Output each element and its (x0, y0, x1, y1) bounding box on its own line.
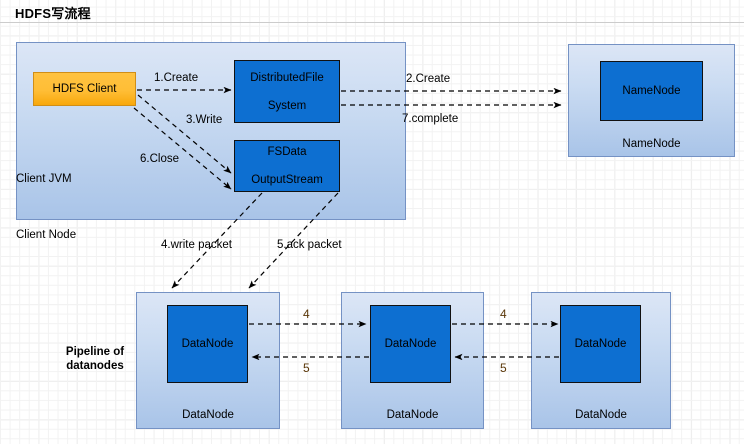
namenode-box[interactable]: NameNode (600, 61, 703, 121)
flow-label-step3: 3.Write (186, 114, 223, 126)
pipeline-link-label-forward-1: 4 (303, 307, 310, 321)
flow-label-step4: 4.write packet (161, 239, 232, 251)
fsdos-line-2: OutputStream (251, 174, 323, 186)
distributed-file-system-box[interactable]: DistributedFile System (234, 60, 340, 123)
datanode-outer-label-3: DataNode (575, 409, 627, 421)
hdfs-client-box[interactable]: HDFS Client (33, 72, 136, 106)
flow-label-step5: 5.ack packet (277, 239, 342, 251)
pipeline-label-line-1: Pipeline of (65, 346, 125, 358)
title-bar (0, 0, 744, 23)
dfs-line-2: System (267, 99, 307, 112)
pipeline-link-label-backward-1: 5 (303, 361, 310, 375)
fsdata-output-stream-box[interactable]: FSData OutputStream (234, 140, 340, 192)
datanode-box-3[interactable]: DataNode (560, 305, 641, 383)
flow-label-step1: 1.Create (154, 72, 199, 84)
client-node-label: Client Node (16, 229, 77, 241)
datanode-box-2[interactable]: DataNode (370, 305, 451, 383)
page-title: HDFS写流程 (15, 6, 91, 21)
pipeline-label-line-2: datanodes (66, 360, 124, 372)
client-node-container (16, 42, 406, 220)
flow-label-step2: 2.Create (406, 73, 451, 85)
pipeline-section-label: Pipeline of datanodes (40, 345, 150, 373)
pipeline-link-label-forward-2: 4 (500, 307, 507, 321)
datanode-box-1[interactable]: DataNode (167, 305, 248, 383)
dfs-line-1: DistributedFile (250, 71, 324, 84)
client-jvm-label: Client JVM (16, 173, 72, 185)
namenode-outer-label: NameNode (622, 138, 681, 150)
datanode-outer-label-2: DataNode (386, 409, 439, 421)
flow-label-step6: 6.Close (140, 153, 179, 165)
flow-label-step7: 7.complete (402, 113, 459, 125)
datanode-outer-label-1: DataNode (182, 409, 234, 421)
pipeline-link-label-backward-2: 5 (500, 361, 507, 375)
fsdos-line-1: FSData (267, 146, 307, 158)
